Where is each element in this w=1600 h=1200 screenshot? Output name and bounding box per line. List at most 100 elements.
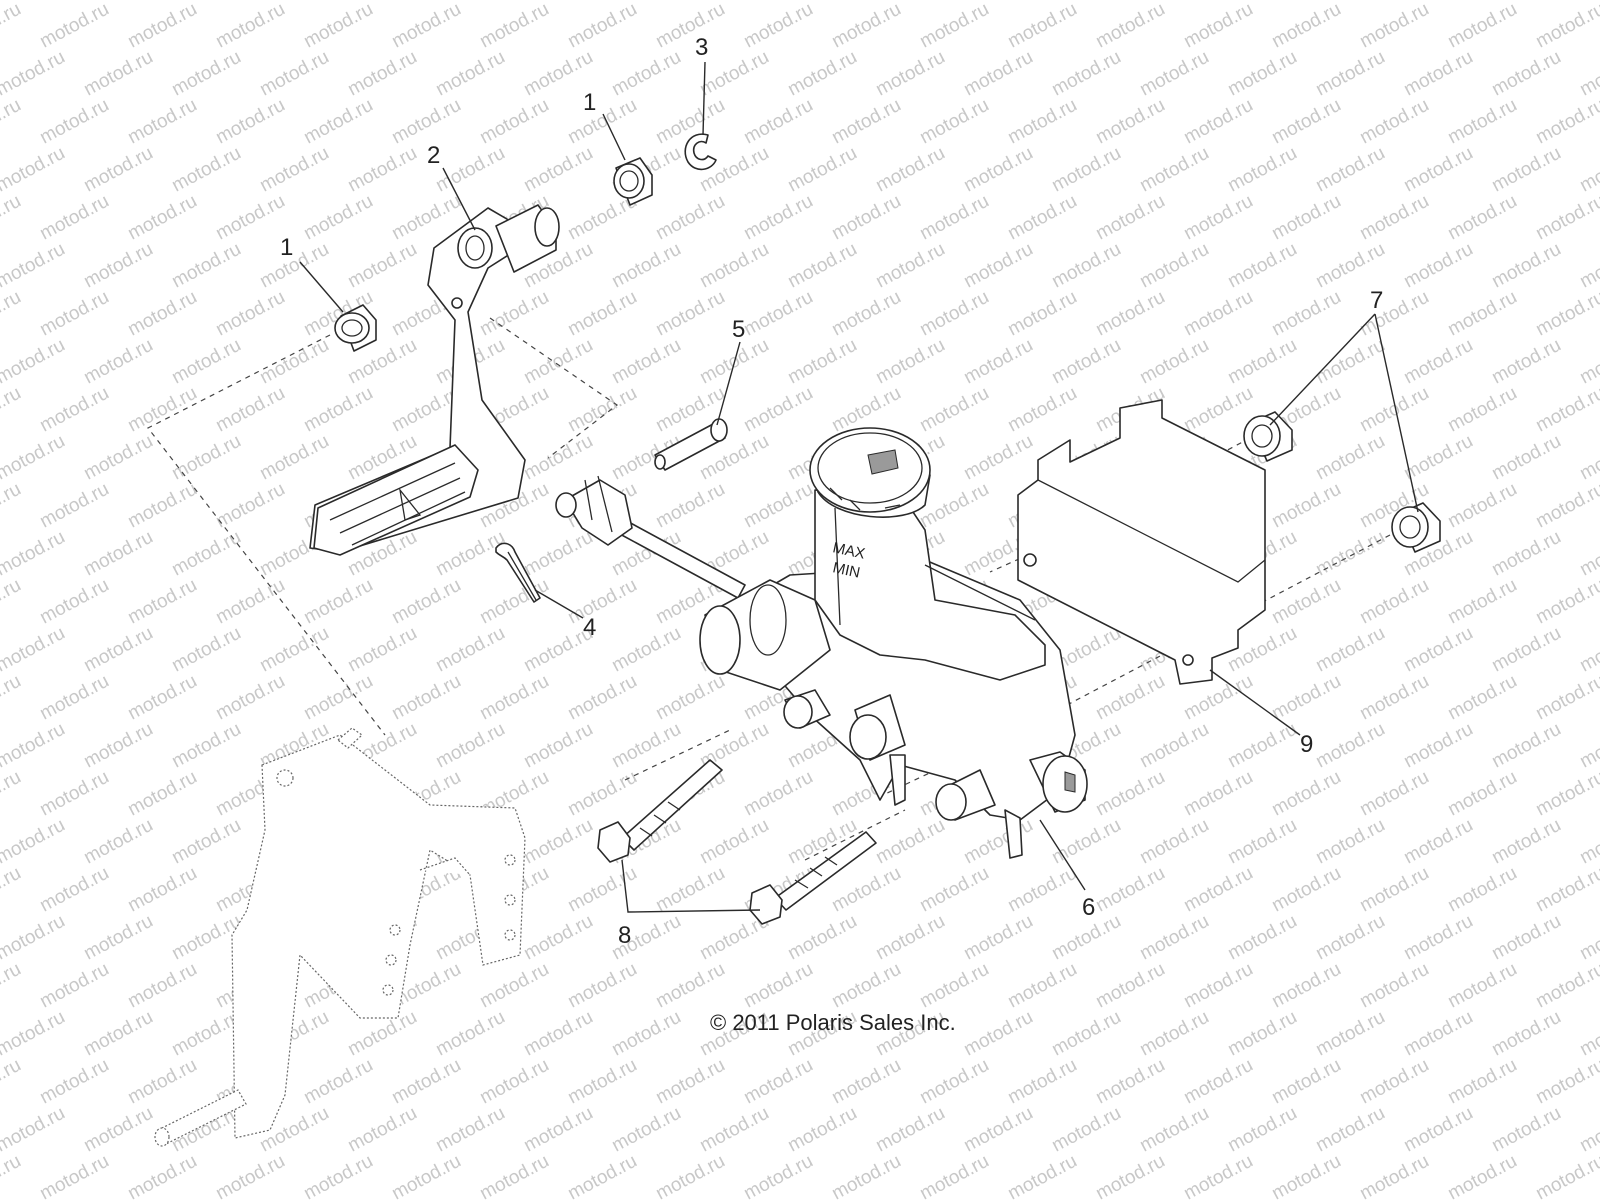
watermark-text: motod.ru [124, 1151, 200, 1200]
watermark-text: motod.ru [1180, 0, 1256, 52]
watermark-text: motod.ru [36, 959, 112, 1013]
watermark-text: motod.ru [1312, 335, 1388, 389]
watermark-text: motod.ru [256, 143, 332, 197]
watermark-text: motod.ru [36, 383, 112, 437]
callout-mounting-plate: 9 [1300, 731, 1313, 758]
watermark-text: motod.ru [0, 47, 69, 101]
watermark-text: motod.ru [80, 47, 156, 101]
callout-numbers: 1 3 1 2 5 7 4 9 6 8 [280, 34, 1383, 949]
watermark-text: motod.ru [1532, 0, 1600, 52]
callout-e-clip: 3 [695, 34, 708, 61]
bolt-lower [749, 831, 877, 925]
watermark-text: motod.ru [1224, 143, 1300, 197]
watermark-text: motod.ru [1136, 47, 1212, 101]
watermark-text: motod.ru [168, 431, 244, 485]
watermark-text: motod.ru [1576, 911, 1600, 965]
watermark-text: motod.ru [0, 0, 25, 52]
watermark-text: motod.ru [1400, 1103, 1476, 1157]
watermark-text: motod.ru [1180, 959, 1256, 1013]
watermark-text: motod.ru [960, 143, 1036, 197]
watermark-text: motod.ru [872, 239, 948, 293]
watermark-text: motod.ru [1312, 47, 1388, 101]
watermark-text: motod.ru [476, 671, 552, 725]
watermark-text: motod.ru [0, 527, 69, 581]
watermark-text: motod.ru [740, 191, 816, 245]
watermark-text: motod.ru [1356, 575, 1432, 629]
watermark-text: motod.ru [1488, 623, 1564, 677]
leader-lines [299, 61, 1419, 913]
watermark-text: motod.ru [1004, 287, 1080, 341]
watermark-text: motod.ru [1224, 911, 1300, 965]
watermark-text: motod.ru [1356, 863, 1432, 917]
watermark-text: motod.ru [1048, 1103, 1124, 1157]
watermark-text: motod.ru [124, 767, 200, 821]
reservoir-max-mark: MAX [831, 539, 866, 562]
watermark-text: motod.ru [80, 815, 156, 869]
grommet-lower [1391, 502, 1441, 553]
watermark-text: motod.ru [80, 143, 156, 197]
watermark-text: motod.ru [1312, 431, 1388, 485]
watermark-text: motod.ru [124, 479, 200, 533]
watermark-text: motod.ru [1488, 1103, 1564, 1157]
watermark-text: motod.ru [168, 815, 244, 869]
watermark-text: motod.ru [212, 0, 288, 52]
watermark-text: motod.ru [36, 191, 112, 245]
watermark-text: motod.ru [740, 0, 816, 52]
watermark-text: motod.ru [520, 719, 596, 773]
watermark-text: motod.ru [1092, 863, 1168, 917]
watermark-text: motod.ru [256, 335, 332, 389]
watermark-text: motod.ru [1400, 1007, 1476, 1061]
watermark-text: motod.ru [872, 1103, 948, 1157]
watermark-text: motod.ru [784, 143, 860, 197]
cotter-pin [495, 542, 541, 603]
watermark-text: motod.ru [1400, 815, 1476, 869]
watermark-text: motod.ru [36, 671, 112, 725]
watermark-text: motod.ru [1312, 1007, 1388, 1061]
watermark-text: motod.ru [1004, 959, 1080, 1013]
watermark-text: motod.ru [520, 431, 596, 485]
callout-grommets: 7 [1370, 287, 1383, 314]
watermark-text: motod.ru [388, 671, 464, 725]
watermark-text: motod.ru [564, 767, 640, 821]
watermark-text: motod.ru [1444, 191, 1520, 245]
watermark-text: motod.ru [1180, 1055, 1256, 1109]
watermark-text: motod.ru [1092, 287, 1168, 341]
watermark-text: motod.ru [80, 527, 156, 581]
watermark-text: motod.ru [80, 719, 156, 773]
watermark-text: motod.ru [564, 383, 640, 437]
watermark-text: motod.ru [0, 1151, 25, 1200]
watermark-text: motod.ru [520, 527, 596, 581]
watermark-text: motod.ru [1092, 671, 1168, 725]
watermark-text: motod.ru [564, 575, 640, 629]
watermark-text: motod.ru [1532, 191, 1600, 245]
watermark-text: motod.ru [344, 623, 420, 677]
callout-clevis-pin: 5 [732, 316, 745, 343]
watermark-text: motod.ru [1532, 287, 1600, 341]
watermark-text: motod.ru [1576, 335, 1600, 389]
watermark-text: motod.ru [916, 191, 992, 245]
watermark-text: motod.ru [36, 95, 112, 149]
watermark-text: motod.ru [872, 47, 948, 101]
watermark-text: motod.ru [124, 575, 200, 629]
watermark-text: motod.ru [1092, 1151, 1168, 1200]
watermark-text: motod.ru [1356, 287, 1432, 341]
watermark-text: motod.ru [476, 287, 552, 341]
watermark-text: motod.ru [828, 1151, 904, 1200]
watermark-text: motod.ru [1224, 239, 1300, 293]
watermark-text: motod.ru [212, 191, 288, 245]
watermark-text: motod.ru [960, 239, 1036, 293]
watermark-text: motod.ru [168, 719, 244, 773]
watermark-text: motod.ru [1488, 431, 1564, 485]
watermark-text: motod.ru [1136, 239, 1212, 293]
watermark-text: motod.ru [0, 1055, 25, 1109]
watermark-text: motod.ru [1136, 719, 1212, 773]
watermark-text: motod.ru [1092, 191, 1168, 245]
watermark-text: motod.ru [916, 1151, 992, 1200]
watermark-text: motod.ru [1444, 767, 1520, 821]
watermark-text: motod.ru [608, 239, 684, 293]
watermark-text: motod.ru [960, 431, 1036, 485]
watermark-text: motod.ru [1180, 287, 1256, 341]
watermark-text: motod.ru [828, 191, 904, 245]
watermark-text: motod.ru [1400, 911, 1476, 965]
watermark-text: motod.ru [1444, 1055, 1520, 1109]
